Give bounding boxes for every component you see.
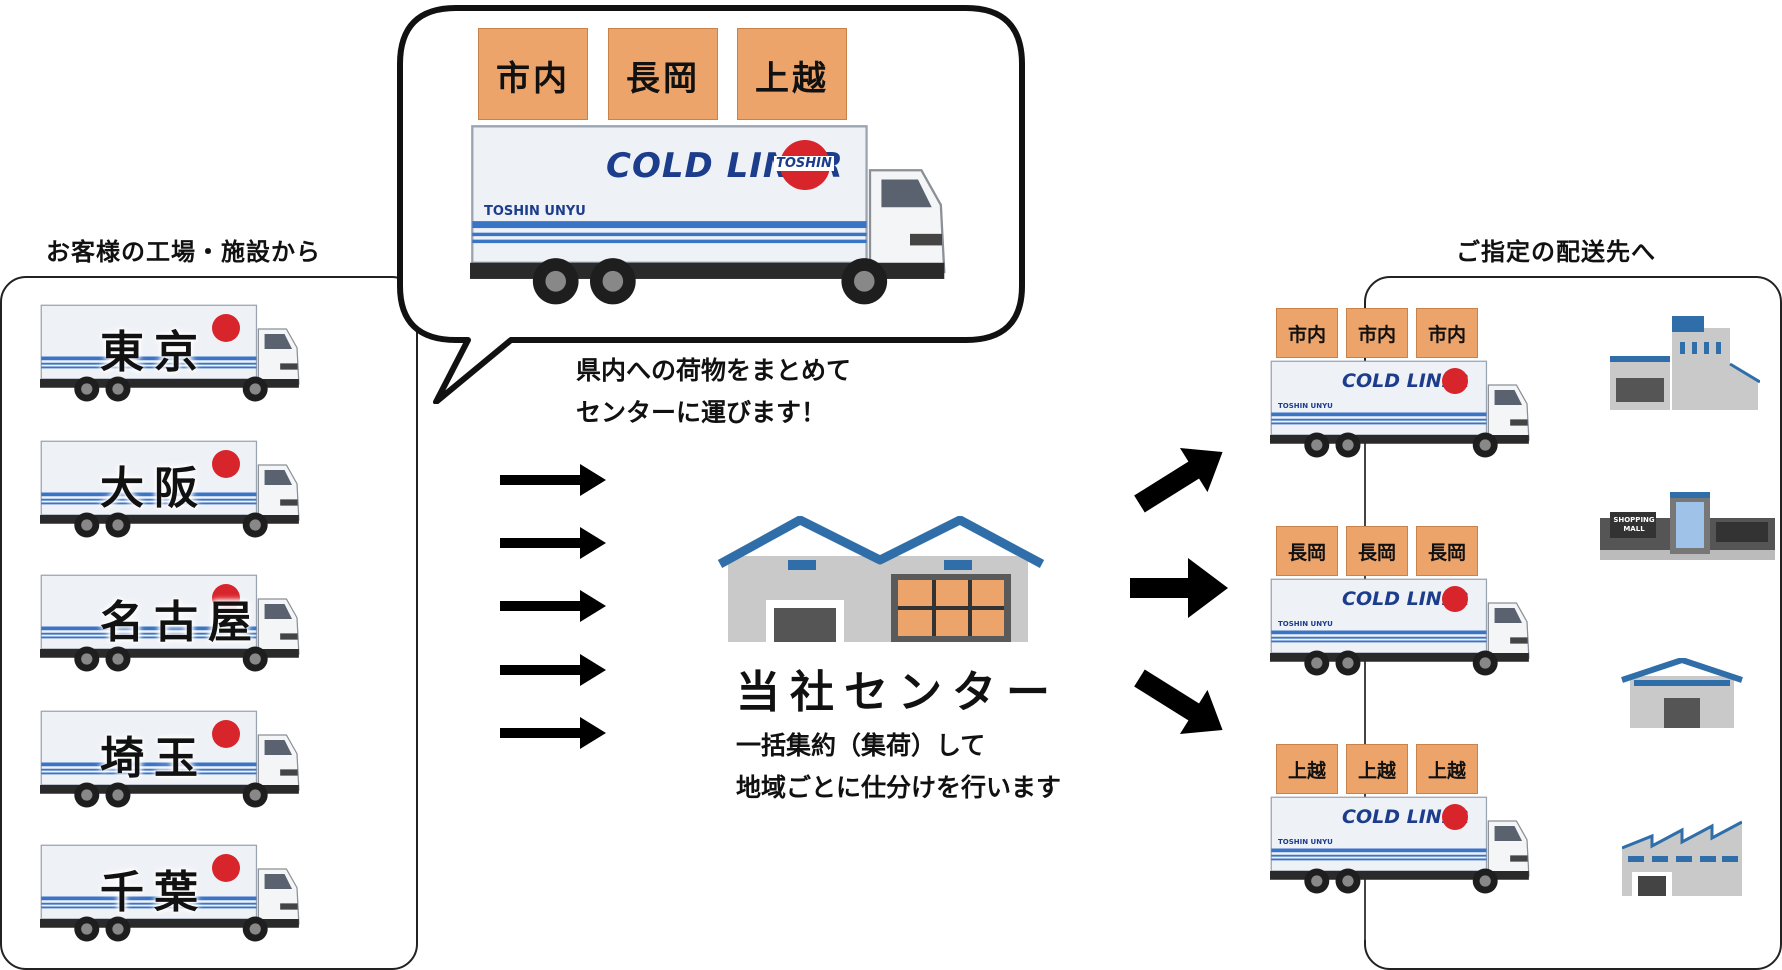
center-desc-1: 一括集約（集荷）して — [736, 731, 986, 760]
source-heading: お客様の工場・施設から — [46, 238, 321, 266]
bubble-caption-2: センターに運びます！ — [576, 398, 827, 427]
parcel-box: 上越 — [737, 28, 847, 120]
parcel-box: 長岡 — [608, 28, 718, 120]
featured-truck: COLD LINER TOSHIN TOSHIN UNYU — [470, 124, 950, 309]
route-parcel-box: 市内 — [1276, 308, 1338, 358]
toshin-logo-icon — [212, 584, 240, 612]
route-truck: COLD LINER TOSHIN UNYU — [1270, 796, 1532, 896]
factory-icon — [1621, 818, 1743, 900]
route-parcel-box: 市内 — [1416, 308, 1478, 358]
outbound-arrow-up — [1126, 438, 1236, 522]
route-parcel-box: 長岡 — [1276, 526, 1338, 576]
warehouse-icon — [1620, 657, 1744, 732]
toshin-logo-icon — [1442, 804, 1468, 830]
truck-logo-text: TOSHIN — [774, 156, 834, 171]
distribution-center-icon — [716, 515, 1046, 642]
inbound-arrow — [500, 527, 608, 563]
inbound-arrow — [500, 464, 608, 500]
origin-truck: 名古屋 — [40, 574, 302, 674]
toshin-logo-icon — [212, 854, 240, 882]
toshin-logo-icon — [212, 450, 240, 478]
origin-city-label: 名古屋 — [100, 597, 262, 648]
route-parcel-box: 市内 — [1346, 308, 1408, 358]
truck-company-text: TOSHIN UNYU — [1278, 620, 1333, 628]
center-title: 当社センター — [736, 667, 1060, 718]
route-parcel-box: 上越 — [1276, 744, 1338, 794]
origin-truck: 埼玉 — [40, 710, 302, 810]
route-parcel-box: 長岡 — [1416, 526, 1478, 576]
truck-company-text: TOSHIN UNYU — [484, 204, 586, 219]
destination-heading: ご指定の配送先へ — [1456, 238, 1656, 266]
route-truck: COLD LINER TOSHIN UNYU — [1270, 360, 1532, 460]
origin-city-label: 東京 — [100, 327, 208, 378]
origin-truck: 大阪 — [40, 440, 302, 540]
center-desc-2: 地域ごとに仕分けを行います — [736, 773, 1062, 802]
toshin-logo-icon — [212, 720, 240, 748]
origin-truck: 千葉 — [40, 844, 302, 944]
mall-sign-line-1: SHOPPING — [1613, 516, 1655, 524]
inbound-arrow — [500, 717, 608, 753]
office-building-icon — [1610, 316, 1761, 414]
outbound-arrow-right — [1130, 556, 1230, 624]
truck-company-text: TOSHIN UNYU — [1278, 402, 1333, 410]
shopping-mall-icon: SHOPPING MALL — [1600, 492, 1775, 564]
truck-brand-text: COLD LINER — [1342, 370, 1470, 392]
parcel-box: 市内 — [478, 28, 588, 120]
origin-city-label: 埼玉 — [100, 733, 208, 784]
inbound-arrow — [500, 590, 608, 626]
toshin-logo-icon — [1442, 368, 1468, 394]
toshin-logo-icon — [212, 314, 240, 342]
origin-city-label: 千葉 — [100, 867, 208, 918]
bubble-caption-1: 県内への荷物をまとめて — [576, 356, 852, 385]
truck-company-text: TOSHIN UNYU — [1278, 838, 1333, 846]
outbound-arrow-down — [1126, 664, 1236, 748]
mall-sign-line-2: MALL — [1623, 525, 1645, 533]
route-line — [1364, 440, 1366, 940]
origin-truck: 東京 — [40, 304, 302, 404]
route-truck: COLD LINER TOSHIN UNYU — [1270, 578, 1532, 678]
toshin-logo-icon — [1442, 586, 1468, 612]
route-parcel-box: 長岡 — [1346, 526, 1408, 576]
route-parcel-box: 上越 — [1346, 744, 1408, 794]
inbound-arrow — [500, 654, 608, 690]
truck-brand-text: COLD LINER — [1342, 806, 1470, 828]
route-parcel-box: 上越 — [1416, 744, 1478, 794]
truck-brand-text: COLD LINER — [1342, 588, 1470, 610]
origin-city-label: 大阪 — [100, 463, 208, 514]
